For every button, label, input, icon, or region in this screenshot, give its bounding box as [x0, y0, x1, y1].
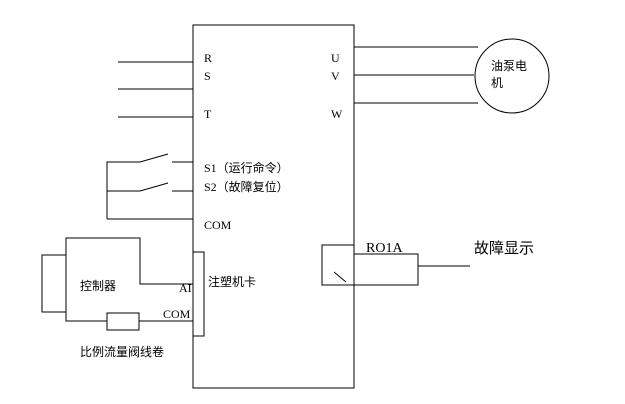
terminal-v-label: V: [331, 69, 340, 83]
s1-switch-wire: [106, 161, 140, 219]
terminal-r-label: R: [204, 51, 212, 65]
oil-pump-motor: [474, 38, 550, 114]
fault-wire-c: [354, 265, 470, 286]
card-label: 注塑机卡: [208, 274, 256, 289]
motor-label-line1: 油泵电: [491, 59, 527, 73]
fault-wire-a: [354, 253, 419, 266]
terminal-u-label: U: [331, 51, 340, 65]
valve-coil-box: [106, 312, 140, 331]
terminal-s2-label: S2（故障复位）: [204, 179, 289, 194]
fault-display-label: 故障显示: [474, 239, 534, 257]
terminal-s-label: S: [204, 69, 211, 83]
card-ai-label: AI: [179, 281, 192, 295]
controller-box: [41, 254, 67, 313]
controller-label: 控制器: [80, 279, 116, 293]
terminal-ro1a-label: RO1A: [366, 241, 403, 256]
terminal-s1-label: S1（运行命令）: [204, 160, 289, 175]
controller-com-wire: [65, 312, 107, 322]
controller-ai-wire: [65, 237, 193, 285]
injection-card-bracket: [192, 251, 205, 337]
valve-label: 比例流量阀线卷: [80, 344, 164, 359]
inverter-box: [192, 24, 355, 389]
relay-box: [321, 244, 355, 286]
s1-switch-contact: [139, 153, 169, 163]
card-com-label: COM: [163, 307, 191, 321]
motor-label-line2: 机: [491, 76, 503, 90]
relay-contact: [333, 271, 347, 283]
terminal-t-label: T: [204, 107, 212, 121]
s2-switch-contact: [139, 182, 169, 192]
terminal-com-label: COM: [204, 218, 232, 232]
terminal-w-label: W: [331, 107, 343, 121]
